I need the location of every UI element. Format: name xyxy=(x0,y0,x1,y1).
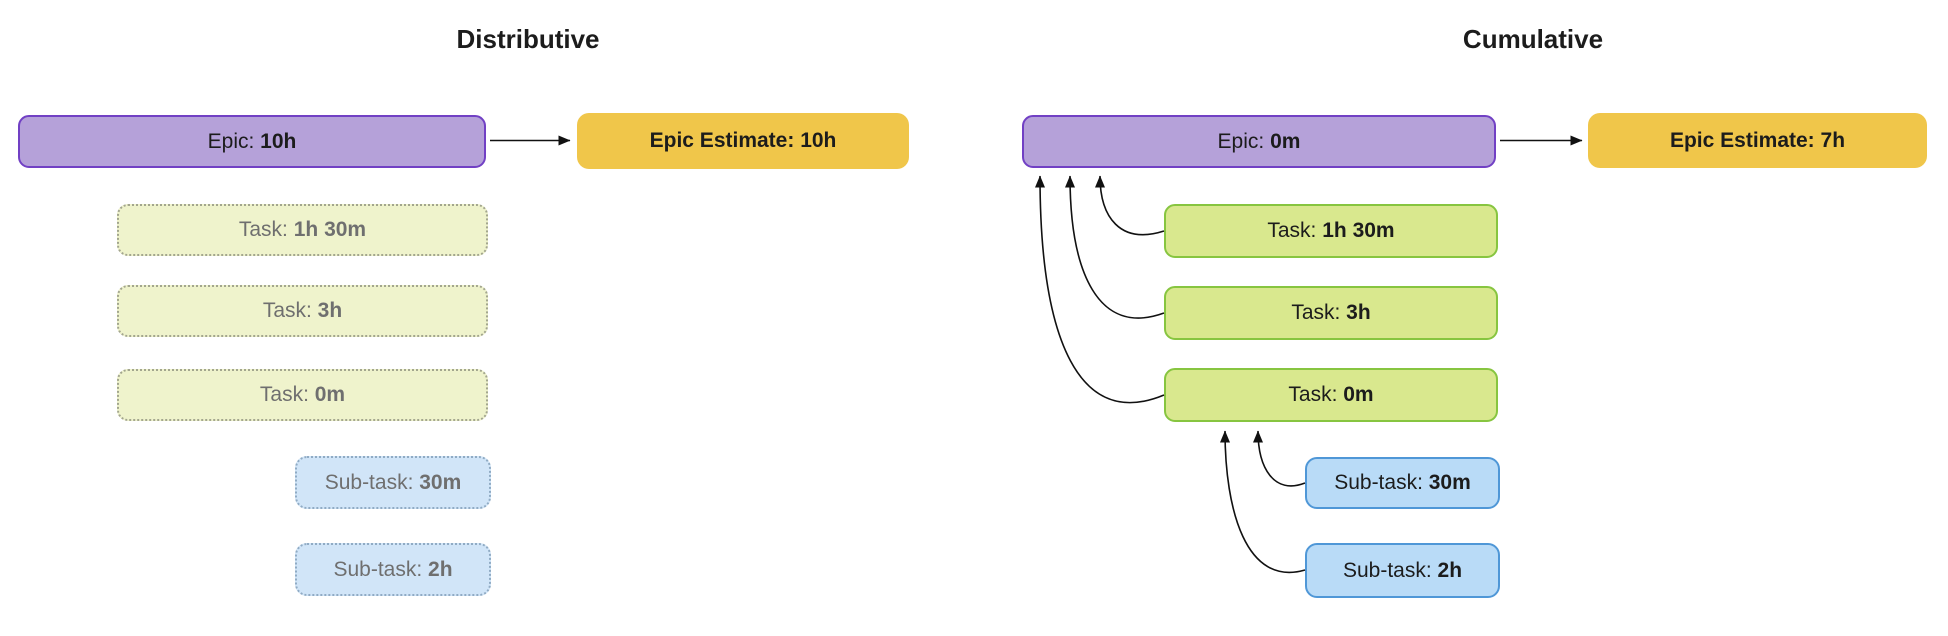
epic-label: Epic: xyxy=(1217,129,1271,153)
panel-title-cumulative: Cumulative xyxy=(1462,24,1604,54)
task-label: Task: xyxy=(262,299,318,322)
epic-estimate-node-cumulative: Epic Estimate: 7h xyxy=(1588,113,1927,168)
epic-value: 0m xyxy=(1270,129,1301,153)
task-node: Task: 0m xyxy=(1164,368,1498,422)
task-node: Task: 3h xyxy=(117,285,488,337)
epic-node-distributive: Epic: 10h xyxy=(18,115,486,168)
task-node: Task: 1h 30m xyxy=(117,204,488,256)
arrow-task1-to-epic xyxy=(1095,175,1165,236)
task-label: Task: xyxy=(1291,301,1347,324)
estimate-label: Epic Estimate: xyxy=(649,129,801,152)
subtask-label: Sub-task: xyxy=(1342,558,1438,582)
estimate-label: Epic Estimate: xyxy=(1669,128,1821,152)
subtask-label: Sub-task: xyxy=(324,470,420,494)
subtask-node: Sub-task: 2h xyxy=(295,543,491,596)
task-value: 0m xyxy=(314,383,346,406)
task-label: Task: xyxy=(238,218,294,241)
subtask-value: 2h xyxy=(1437,558,1463,582)
estimate-value: 10h xyxy=(800,129,837,152)
subtask-value: 30m xyxy=(419,470,462,494)
epic-label: Epic: xyxy=(207,129,261,153)
task-value: 3h xyxy=(1346,301,1371,324)
subtask-node: Sub-task: 2h xyxy=(1305,543,1500,598)
task-label: Task: xyxy=(1267,219,1323,242)
arrow-subtask1-to-task3 xyxy=(1253,430,1306,487)
panel-title-distributive: Distributive xyxy=(456,24,600,54)
task-label: Task: xyxy=(259,383,315,406)
task-value: 3h xyxy=(317,299,343,322)
task-node: Task: 0m xyxy=(117,369,488,421)
arrow-subtask2-to-task3 xyxy=(1220,430,1306,573)
task-value: 0m xyxy=(1343,383,1374,406)
task-label: Task: xyxy=(1288,383,1344,406)
subtask-node: Sub-task: 30m xyxy=(1305,457,1500,509)
subtask-label: Sub-task: xyxy=(333,557,429,581)
task-value: 1h 30m xyxy=(1322,219,1395,242)
arrow-task3-to-epic xyxy=(1035,175,1165,404)
task-node: Task: 1h 30m xyxy=(1164,204,1498,258)
subtask-node: Sub-task: 30m xyxy=(295,456,491,509)
task-value: 1h 30m xyxy=(293,218,367,241)
arrow-task2-to-epic xyxy=(1065,175,1165,319)
subtask-value: 2h xyxy=(428,557,453,581)
subtask-value: 30m xyxy=(1428,471,1471,494)
epic-node-cumulative: Epic: 0m xyxy=(1022,115,1496,168)
estimate-value: 7h xyxy=(1820,128,1846,152)
epic-estimate-node-distributive: Epic Estimate: 10h xyxy=(577,113,909,169)
subtask-label: Sub-task: xyxy=(1334,471,1429,494)
task-node: Task: 3h xyxy=(1164,286,1498,340)
epic-value: 10h xyxy=(260,129,297,153)
